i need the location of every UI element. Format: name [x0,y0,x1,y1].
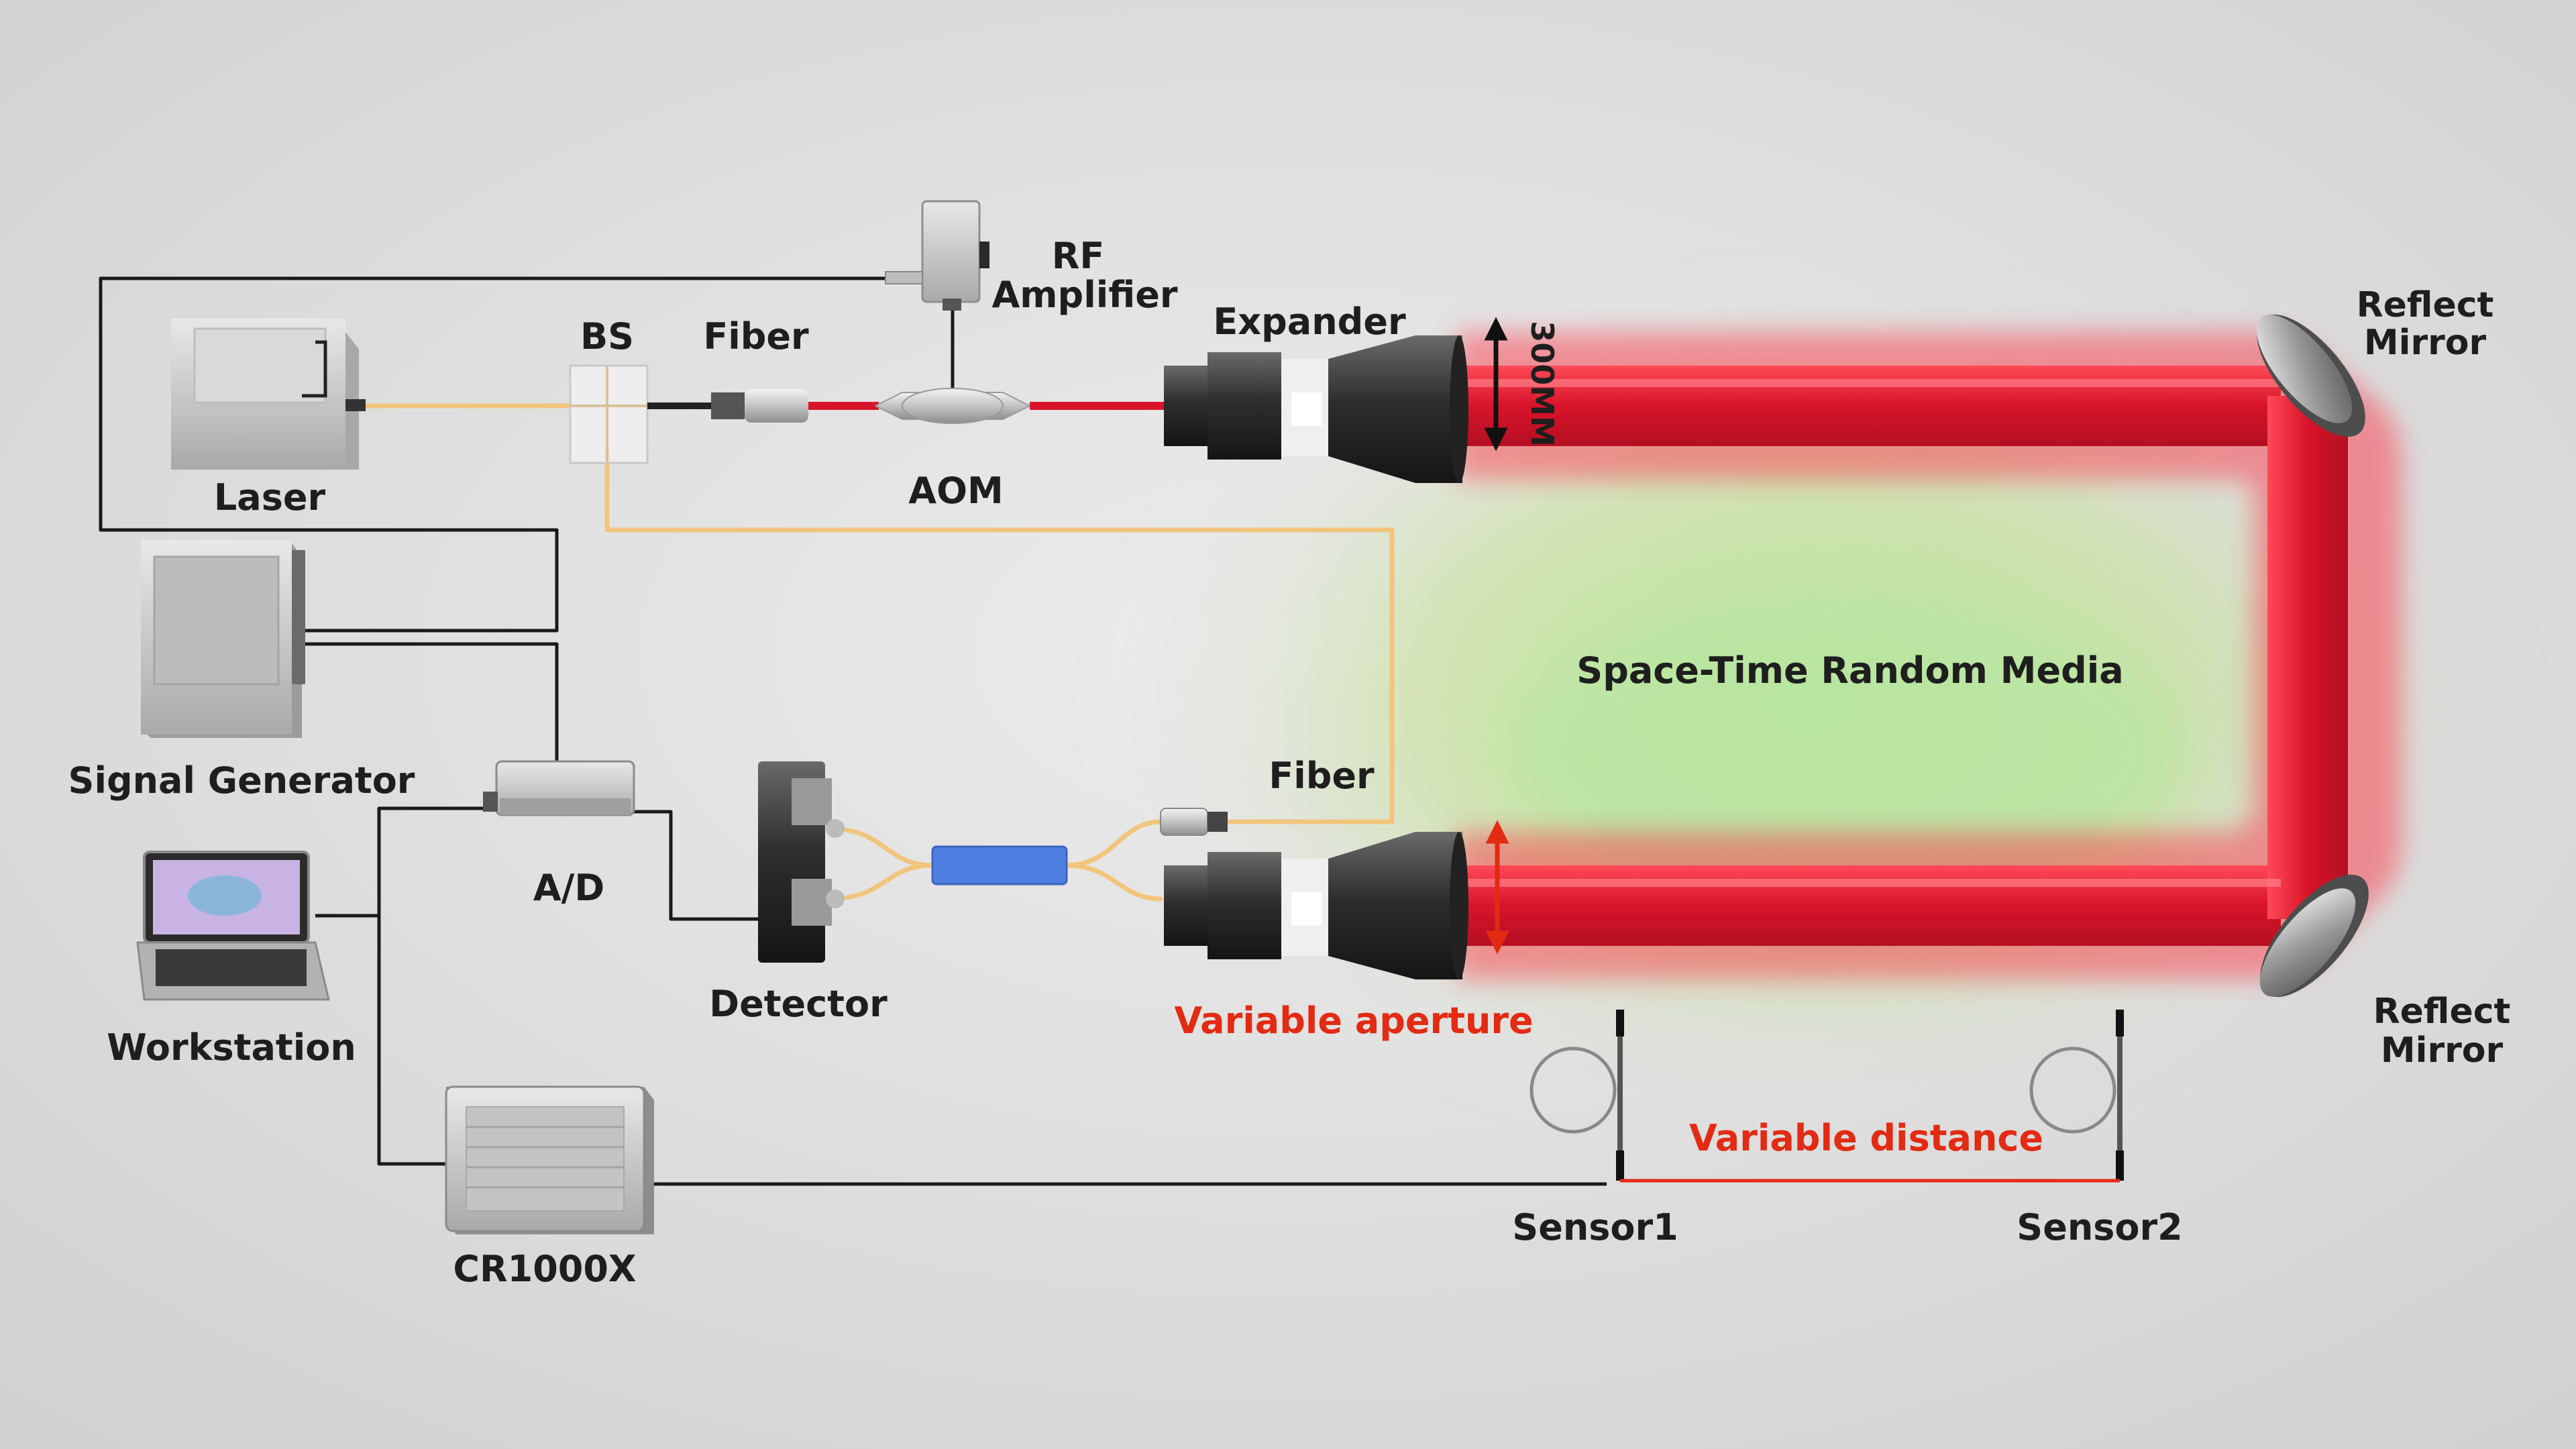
label-reflect-mirror-bottom-line2: Mirror [2381,1030,2504,1071]
ad-converter [483,760,635,816]
fiber-collimator-top [647,389,808,423]
signal-wires [99,276,1607,1186]
cr1000x-logger [445,1085,654,1234]
label-media: Space-Time Random Media [1576,649,2123,692]
label-reflect-mirror-bottom-line1: Reflect [2373,991,2511,1032]
label-sensor2: Sensor2 [2017,1206,2182,1248]
label-reflect-mirror-top-line2: Mirror [2364,323,2487,363]
reflect-mirror-bottom [2259,874,2369,998]
beam-expander-top [1164,335,1468,483]
label-detector: Detector [709,983,888,1025]
fiber-collimator-bottom [1160,808,1228,836]
workstation-laptop [136,851,330,1001]
label-aom: AOM [908,470,1003,512]
label-fiber-bottom: Fiber [1269,755,1375,797]
laser-unit [171,319,366,470]
label-ad: A/D [533,867,604,909]
label-expander: Expander [1213,301,1406,343]
rf-amplifier [885,200,989,311]
signal-generator [141,540,305,738]
fiber-lines [353,403,1395,902]
label-sensor1: Sensor1 [1512,1206,1678,1248]
label-fiber-top: Fiber [703,315,809,358]
detector [758,761,845,963]
label-signal-generator: Signal Generator [68,759,415,802]
label-laser: Laser [214,476,326,519]
label-beam-width: 300MM [1524,321,1560,447]
beam-expander-bottom [1164,832,1468,979]
sensor1-probe [1529,1010,1624,1181]
label-reflect-mirror-top-line1: Reflect [2357,285,2494,325]
sensor2-probe [2029,1010,2124,1181]
label-bs: BS [580,315,634,358]
label-rf-amplifier-line2: Amplifier [991,274,1177,316]
beam-splitter [569,364,649,464]
reflect-mirror-top [2256,314,2365,437]
label-cr1000x: CR1000X [453,1248,636,1290]
label-workstation: Workstation [107,1026,356,1069]
laser-beam-loop [1456,332,2402,979]
label-variable-distance: Variable distance [1689,1117,2043,1159]
label-rf-amplifier-line1: RF [1052,235,1104,277]
label-variable-aperture: Variable aperture [1174,1000,1533,1042]
fiber-coupler [931,845,1068,885]
aom-modulator [873,388,1032,424]
